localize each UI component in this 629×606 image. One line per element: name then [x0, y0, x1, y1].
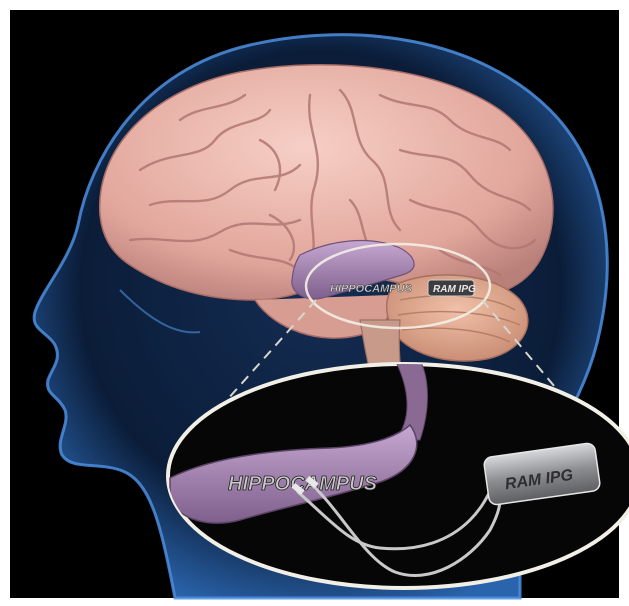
hippocampus-small-label: HIPPOCAMPUS	[330, 283, 413, 295]
ram-ipg-small-label: RAM IPG	[433, 284, 476, 295]
ram-ipg-small-device: RAM IPG	[428, 280, 476, 296]
